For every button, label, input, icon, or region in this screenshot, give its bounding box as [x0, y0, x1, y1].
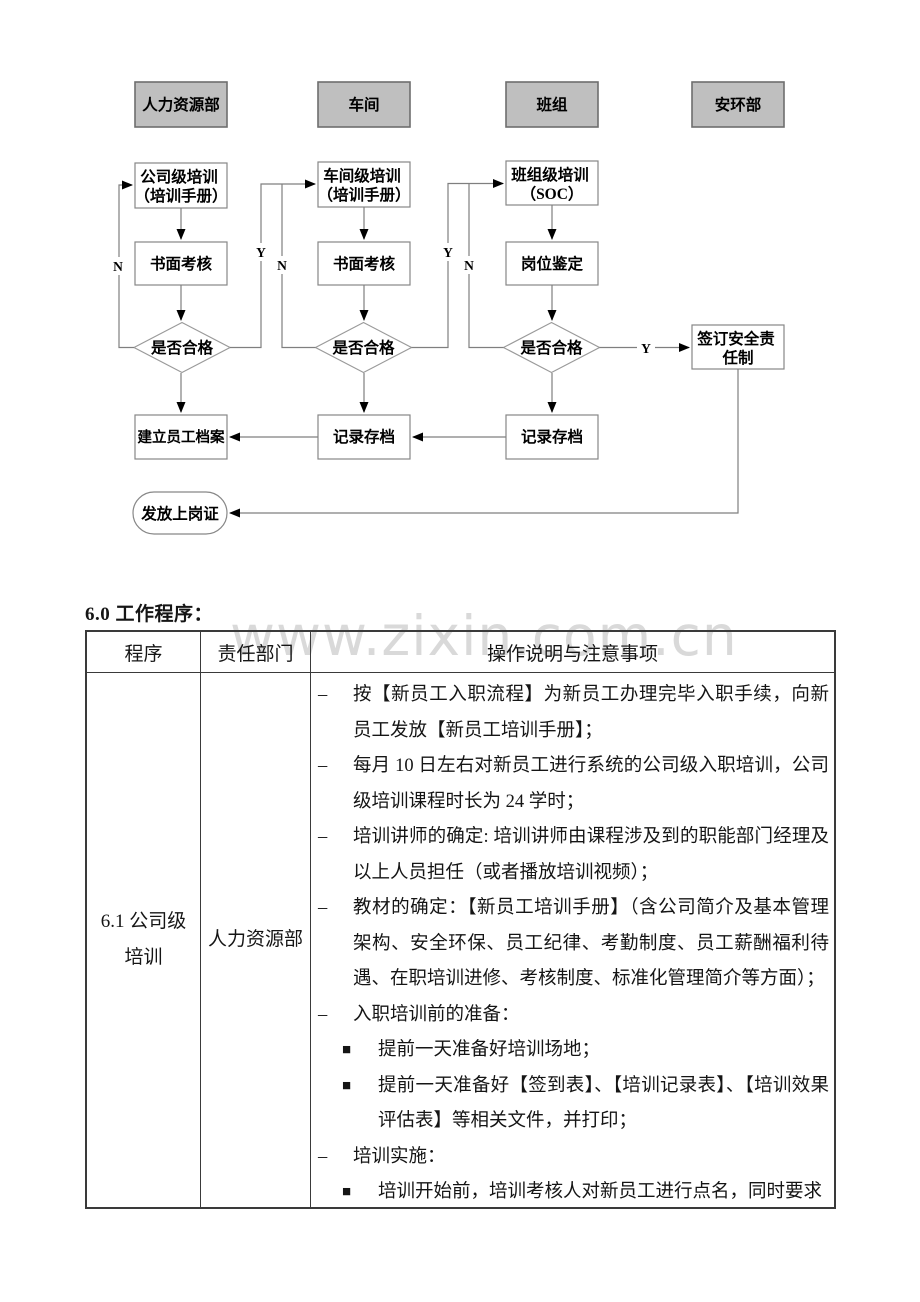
section-heading: 6.0 工作程序：: [85, 604, 214, 625]
edge-sign-to-permit: [229, 369, 739, 518]
bullet-item: ■ 培训开始前，培训考核人对新员工进行点名，同时要求: [311, 1175, 829, 1207]
node-employee-file: 建立员工档案: [138, 428, 225, 446]
node-issue-permit: 发放上岗证: [140, 504, 219, 523]
node-sign-safety-box: [691, 324, 785, 370]
node-written-exam-workshop: 书面考核: [333, 254, 396, 273]
cell-procedure: 6.1 公司级培训: [87, 673, 201, 1207]
decision-qualified-workshop: 是否合格: [331, 338, 395, 357]
bullet-item: ■ 提前一天准备好【签到表】、【培训记录表】、【培训效果评估表】等相关文件，并打…: [311, 1069, 829, 1140]
edge-label-y-team: Y: [641, 341, 651, 356]
bullet-text: 培训讲师的确定: 培训讲师由课程涉及到的职能部门经理及以上人员担任（或者播放培训…: [353, 827, 829, 883]
lane-header-hr-box: [134, 81, 228, 128]
square-marker: ■: [342, 1042, 352, 1058]
bullet-text: 按【新员工入职流程】为新员工办理完毕入职手续，向新员工发放【新员工培训手册】；: [353, 685, 829, 741]
cell-instructions: – 按【新员工入职流程】为新员工办理完毕入职手续，向新员工发放【新员工培训手册】…: [311, 673, 834, 1207]
node-team-training-box: [505, 160, 599, 206]
bullet-item: – 培训实施：: [311, 1140, 829, 1176]
edge-yes-workshop-to-team: [411, 179, 504, 349]
label-bg: [253, 243, 269, 261]
node-archive-team-box: [505, 414, 599, 460]
lane-header-team-box: [505, 81, 599, 128]
node-issue-permit-shape: [132, 491, 228, 535]
label-bg: [110, 257, 126, 275]
node-employee-file-box: [134, 414, 228, 460]
node-workshop-training-box: [317, 161, 411, 208]
node-archive-workshop: 记录存档: [333, 427, 395, 446]
dash-marker: –: [318, 1004, 328, 1025]
edge-label-y-workshop: Y: [443, 245, 453, 260]
bullet-text: 培训实施：: [353, 1146, 446, 1167]
node-written-exam-company: 书面考核: [150, 254, 213, 273]
label-bg: [637, 338, 655, 357]
square-marker: ■: [342, 1184, 352, 1200]
lane-header-safety-box: [691, 81, 785, 128]
label-bg: [274, 256, 290, 274]
node-workshop-training: 车间级培训 （培训手册）: [317, 166, 410, 204]
edge-label-n-company: N: [113, 259, 123, 274]
dash-marker: –: [318, 1146, 328, 1167]
node-team-training: 班组级培训 （SOC）: [511, 165, 592, 203]
dash-marker: –: [318, 756, 328, 776]
edge-label-n-team: N: [464, 258, 474, 273]
training-flowchart: 人力资源部 车间 班组 安环部 公司级培训 （培训手册） 车间级培训 （培训手册…: [110, 81, 785, 535]
bullet-item: – 教材的确定：【新员工培训手册】（含公司简介及基本管理架构、安全环保、员工纪律…: [311, 891, 829, 998]
bullet-text: 每月 10 日左右对新员工进行系统的公司级入职培训，公司级培训课程时长为 24 …: [353, 756, 829, 812]
lane-header-hr: 人力资源部: [142, 95, 220, 114]
table-header-department: 责任部门: [201, 632, 311, 673]
bullet-text: 提前一天准备好培训场地；: [378, 1040, 601, 1060]
node-written-exam-workshop-box: [317, 241, 411, 286]
label-bg: [440, 243, 456, 261]
edge-label-n-workshop: N: [277, 258, 287, 273]
bullet-item: – 按【新员工入职流程】为新员工办理完毕入职手续，向新员工发放【新员工培训手册】…: [311, 678, 829, 749]
edge-label-y-company: Y: [256, 245, 266, 260]
watermark-text: www.zixin.com.cn: [230, 604, 738, 668]
lane-header-workshop: 车间: [348, 95, 379, 114]
node-archive-workshop-box: [317, 414, 411, 460]
dash-marker: –: [318, 827, 328, 847]
node-archive-team: 记录存档: [521, 427, 583, 446]
edge-yes-company-to-workshop: [230, 179, 316, 349]
node-company-training: 公司级培训 （培训手册）: [134, 167, 227, 205]
edge-no-loop-team: [468, 184, 504, 349]
decision-qualified-team: 是否合格: [519, 338, 583, 357]
bullet-item: – 每月 10 日左右对新员工进行系统的公司级入职培训，公司级培训课程时长为 2…: [311, 749, 829, 820]
bullet-item: – 入职培训前的准备：: [311, 998, 829, 1034]
edge-no-loop-workshop: [281, 184, 316, 349]
bullet-item: – 培训讲师的确定: 培训讲师由课程涉及到的职能部门经理及以上人员担任（或者播放…: [311, 820, 829, 891]
node-written-exam-company-box: [134, 241, 228, 286]
decision-qualified-company: 是否合格: [150, 338, 214, 357]
bullet-text: 培训开始前，培训考核人对新员工进行点名，同时要求: [378, 1182, 823, 1202]
square-marker: ■: [342, 1077, 352, 1094]
dash-marker: –: [318, 685, 328, 705]
lane-header-workshop-box: [317, 81, 411, 128]
lane-header-team: 班组: [536, 95, 568, 114]
dash-marker: –: [318, 898, 328, 918]
node-sign-safety: 签订安全责 任制: [696, 329, 778, 367]
bullet-item: ■ 提前一天准备好培训场地；: [311, 1033, 829, 1069]
procedure-table: 程序 责任部门 操作说明与注意事项 6.1 公司级培训 人力资源部 – 按【新员…: [85, 630, 836, 1209]
bullet-text: 提前一天准备好【签到表】、【培训记录表】、【培训效果评估表】等相关文件，并打印；: [378, 1075, 829, 1132]
table-header-instructions: 操作说明与注意事项: [311, 632, 834, 673]
cell-department: 人力资源部: [201, 673, 311, 1207]
bullet-text: 入职培训前的准备：: [353, 1004, 520, 1025]
lane-header-safety: 安环部: [715, 95, 762, 114]
node-position-appraisal: 岗位鉴定: [521, 254, 584, 273]
table-header-procedure: 程序: [87, 632, 201, 673]
bullet-text: 教材的确定：【新员工培训手册】（含公司简介及基本管理架构、安全环保、员工纪律、考…: [353, 898, 829, 989]
label-bg: [461, 256, 477, 274]
